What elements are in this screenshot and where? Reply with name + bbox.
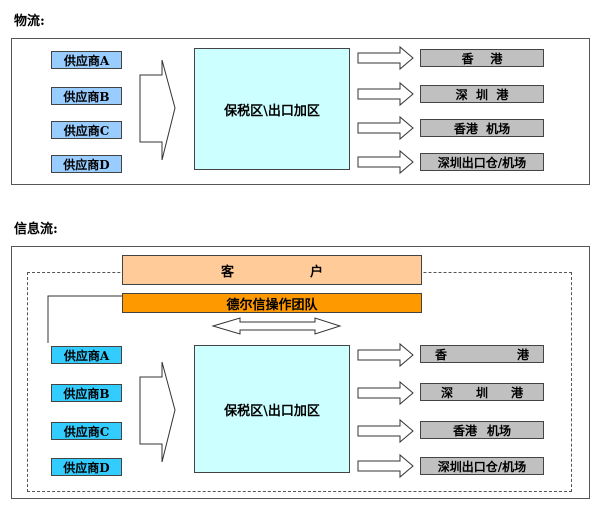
info-hub: 保税区\出口加区	[194, 345, 350, 473]
info-client-connector	[47, 295, 122, 343]
logistics-arrow-1	[357, 45, 414, 71]
logistics-title: 物流:	[14, 14, 45, 29]
logistics-supplier-a: 供应商A	[51, 51, 122, 69]
logistics-dest-shenzhen-warehouse: 深圳出口仓/机场	[420, 153, 544, 171]
logistics-arrow-2	[357, 81, 414, 107]
info-dest-2-b: 圳	[475, 385, 488, 400]
info-arrow-1	[357, 342, 414, 368]
logistics-supplier-d: 供应商D	[51, 155, 122, 173]
logistics-hub: 保税区\出口加区	[194, 48, 350, 170]
info-dest-hongkong-port: 香 港	[420, 345, 544, 363]
info-merge-arrow	[139, 361, 176, 463]
info-dest-2-a: 深	[441, 385, 454, 400]
info-supplier-a: 供应商A	[51, 346, 122, 364]
info-dest-1-a: 香	[435, 347, 448, 362]
info-supplier-d: 供应商D	[51, 458, 122, 476]
info-dest-3-a: 香港	[452, 423, 477, 438]
info-arrow-3	[357, 418, 414, 444]
info-arrow-4	[357, 453, 414, 479]
info-dest-3-b: 机场	[487, 423, 512, 438]
info-client: 客 户	[122, 255, 422, 285]
info-double-arrow	[211, 317, 342, 335]
info-supplier-b: 供应商B	[51, 384, 122, 402]
info-dest-2-c: 港	[510, 385, 523, 400]
info-arrow-2	[357, 380, 414, 406]
info-client-char-1: 客	[220, 264, 234, 280]
info-client-char-2: 户	[309, 264, 323, 280]
logistics-dest-hongkong-airport: 香港 机场	[420, 119, 544, 137]
info-dest-1-b: 港	[516, 347, 529, 362]
logistics-merge-arrow	[139, 59, 176, 161]
logistics-dest-shenzhen-port: 深 圳 港	[420, 85, 544, 103]
logistics-dest-hongkong-port: 香 港	[420, 49, 544, 67]
info-title: 信息流:	[14, 222, 58, 237]
logistics-arrow-3	[357, 115, 414, 141]
info-supplier-c: 供应商C	[51, 422, 122, 440]
logistics-supplier-b: 供应商B	[51, 87, 122, 105]
logistics-supplier-c: 供应商C	[51, 121, 122, 139]
info-dest-hongkong-airport: 香港 机场	[420, 421, 544, 439]
info-team: 德尔信操作团队	[122, 293, 422, 313]
logistics-arrow-4	[357, 149, 414, 175]
info-dest-shenzhen-warehouse: 深圳出口仓/机场	[420, 457, 544, 475]
info-dest-shenzhen-port: 深 圳 港	[420, 383, 544, 401]
